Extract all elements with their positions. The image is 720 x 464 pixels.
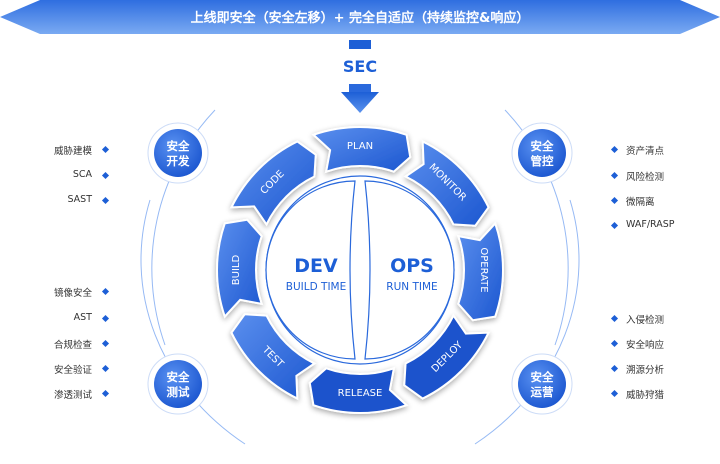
list-item: 威胁狩猎 [626, 390, 665, 401]
hub-dev-line1: 安全 [167, 139, 190, 153]
list-item: 安全验证 [53, 365, 92, 376]
hub-ctrl-line1: 安全 [531, 139, 554, 153]
list-item: WAF/RASP [626, 219, 675, 230]
list-item: 渗透测试 [53, 390, 92, 401]
hub-ops-line1: 安全 [531, 370, 554, 384]
cycle-segment-release [308, 366, 409, 414]
cycle-segment-monitor [403, 139, 490, 227]
devops-cycle-ring [216, 126, 504, 414]
cycle-label-operate: OPERATE [478, 247, 489, 292]
list-item: SCA [72, 169, 92, 180]
hub-security-testing: 安全 测试 [147, 353, 209, 415]
list-item: 风险检测 [626, 172, 665, 183]
top-banner: 上线即安全（安全左移）+ 完全自适应（持续监控&响应） [0, 0, 720, 34]
hub-test-line2: 测试 [167, 385, 190, 399]
cycle-label-build: BUILD [231, 255, 242, 286]
cycle-segment-build [216, 218, 264, 319]
ops-title: OPS [390, 255, 434, 277]
cycle-label-plan: PLAN [347, 141, 373, 152]
hub-security-operations: 安全 运营 [511, 353, 573, 415]
cycle-label-release: RELEASE [338, 388, 383, 399]
sec-arrow [341, 40, 379, 113]
hub-ops-line2: 运营 [531, 385, 554, 399]
list-item: 合规检查 [53, 340, 92, 351]
cycle-segment-deploy [403, 313, 491, 400]
hub-test-line1: 安全 [167, 370, 190, 384]
banner-text: 上线即安全（安全左移）+ 完全自适应（持续监控&响应） [191, 10, 530, 26]
hub-dev-line2: 开发 [167, 154, 190, 168]
list-item: 资产清点 [626, 146, 665, 157]
ops-subtitle: RUN TIME [386, 281, 437, 293]
list-item: 溯源分析 [626, 365, 665, 376]
list-item: 威胁建模 [53, 146, 92, 157]
cycle-segment-operate [456, 221, 504, 322]
dev-subtitle: BUILD TIME [286, 281, 346, 293]
hub-security-development: 安全 开发 [147, 122, 209, 184]
hub-security-control: 安全 管控 [511, 122, 573, 184]
list-item: 安全响应 [626, 340, 665, 351]
dev-title: DEV [294, 255, 338, 277]
list-item: 微隔离 [626, 197, 655, 208]
center-circle [265, 175, 455, 365]
hub-ctrl-line2: 管控 [531, 154, 554, 168]
cycle-segment-code [229, 140, 317, 227]
sec-label: SEC [343, 57, 377, 76]
list-item: 镜像安全 [53, 288, 92, 299]
cycle-segment-plan [311, 126, 412, 174]
list-item: SAST [67, 194, 92, 205]
list-item: 入侵检测 [626, 315, 665, 326]
cycle-segment-test [230, 313, 317, 401]
list-item: AST [73, 312, 92, 323]
